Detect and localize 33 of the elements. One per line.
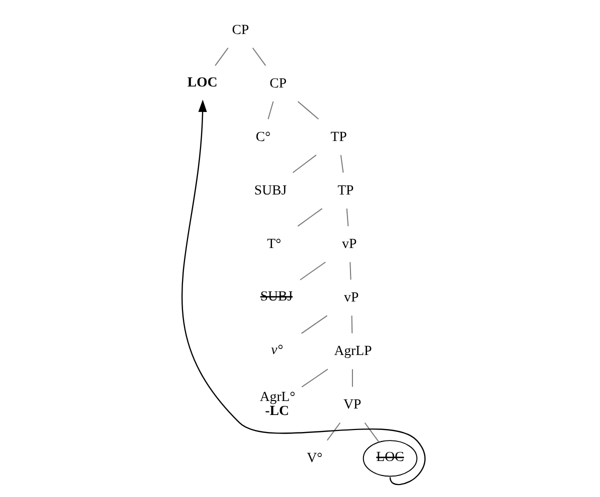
node-text: TP <box>330 130 346 145</box>
node-text: AgrL° -LC <box>259 390 295 419</box>
connector <box>296 208 322 227</box>
connector <box>267 101 274 120</box>
connector <box>300 368 328 388</box>
connector <box>351 368 352 388</box>
connector <box>350 315 352 334</box>
node-ellipse: LOC <box>362 440 417 477</box>
connector <box>292 154 316 174</box>
node-text: SUBJ <box>260 289 292 304</box>
node-text: VP <box>343 398 361 413</box>
connector <box>300 315 328 334</box>
node-text: vP <box>342 236 356 252</box>
connector <box>214 47 228 66</box>
node-text: C° <box>255 130 270 145</box>
connector <box>349 262 351 280</box>
node-text: vP <box>344 290 358 306</box>
node-text: v° <box>270 343 282 358</box>
connector <box>326 422 340 441</box>
node-text: LOC <box>186 75 217 90</box>
connector <box>299 262 326 280</box>
connector <box>296 101 318 120</box>
node-text: SUBJ <box>254 183 286 198</box>
node-text: V° <box>306 451 322 466</box>
node-text: TP <box>337 183 354 198</box>
node-text: CP <box>269 76 286 92</box>
node-text: CP <box>231 22 248 38</box>
node-text: T° <box>266 236 281 252</box>
connector <box>340 154 344 174</box>
node-text: AgrLP <box>334 344 372 359</box>
connector <box>252 47 266 66</box>
connector <box>346 208 348 227</box>
connector <box>364 422 379 443</box>
